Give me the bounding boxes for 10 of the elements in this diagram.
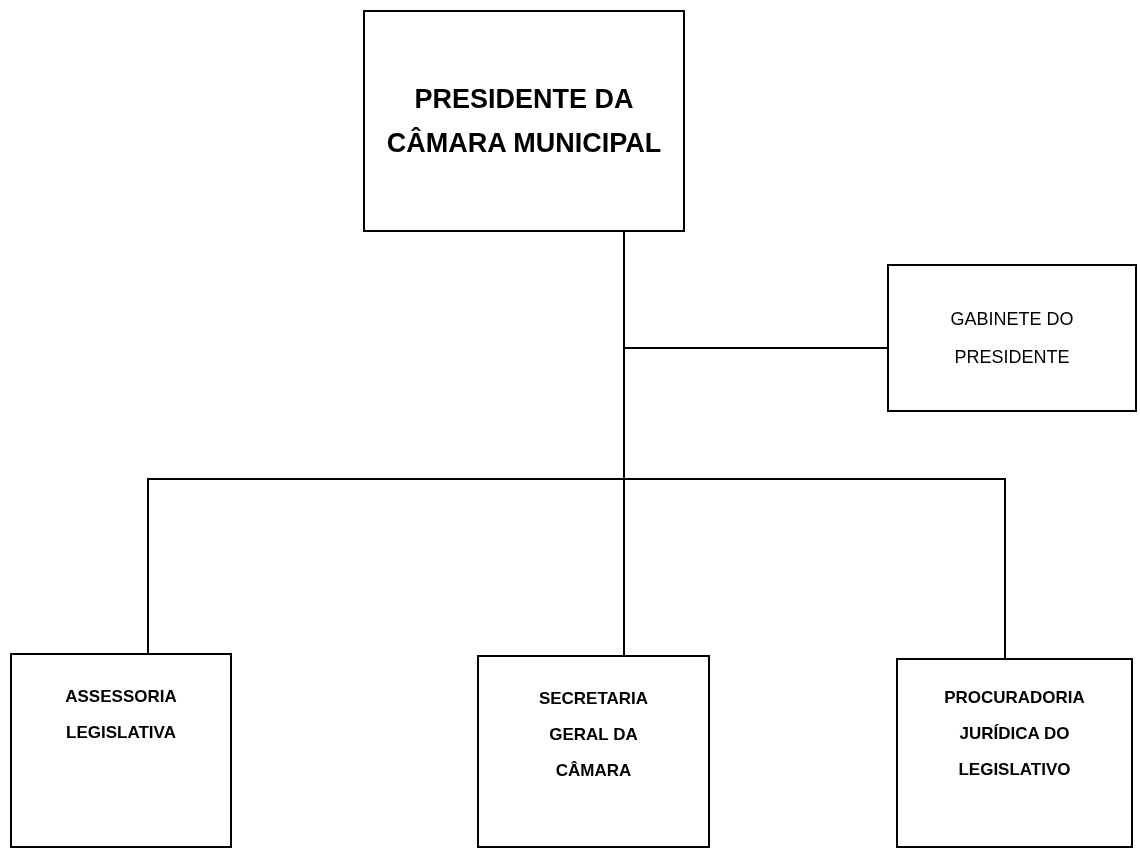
unit-name: ASSESSORIA LEGISLATIVA: [64, 686, 178, 744]
org-box: [887, 264, 1137, 412]
unit-name: GABINETE DO PRESIDENTE: [949, 308, 1075, 369]
unit-name: PROCURADORIA JURÍDICA DO LEGISLATIVO: [943, 687, 1086, 781]
org-box: [896, 658, 1133, 848]
unit-name: PRESIDENTE DA CÂMARA MUNICIPAL: [385, 83, 663, 160]
org-box: [477, 655, 710, 848]
org-box: [10, 653, 232, 848]
org-box: [363, 10, 685, 232]
unit-name: SECRETARIA GERAL DA CÂMARA: [537, 688, 650, 782]
